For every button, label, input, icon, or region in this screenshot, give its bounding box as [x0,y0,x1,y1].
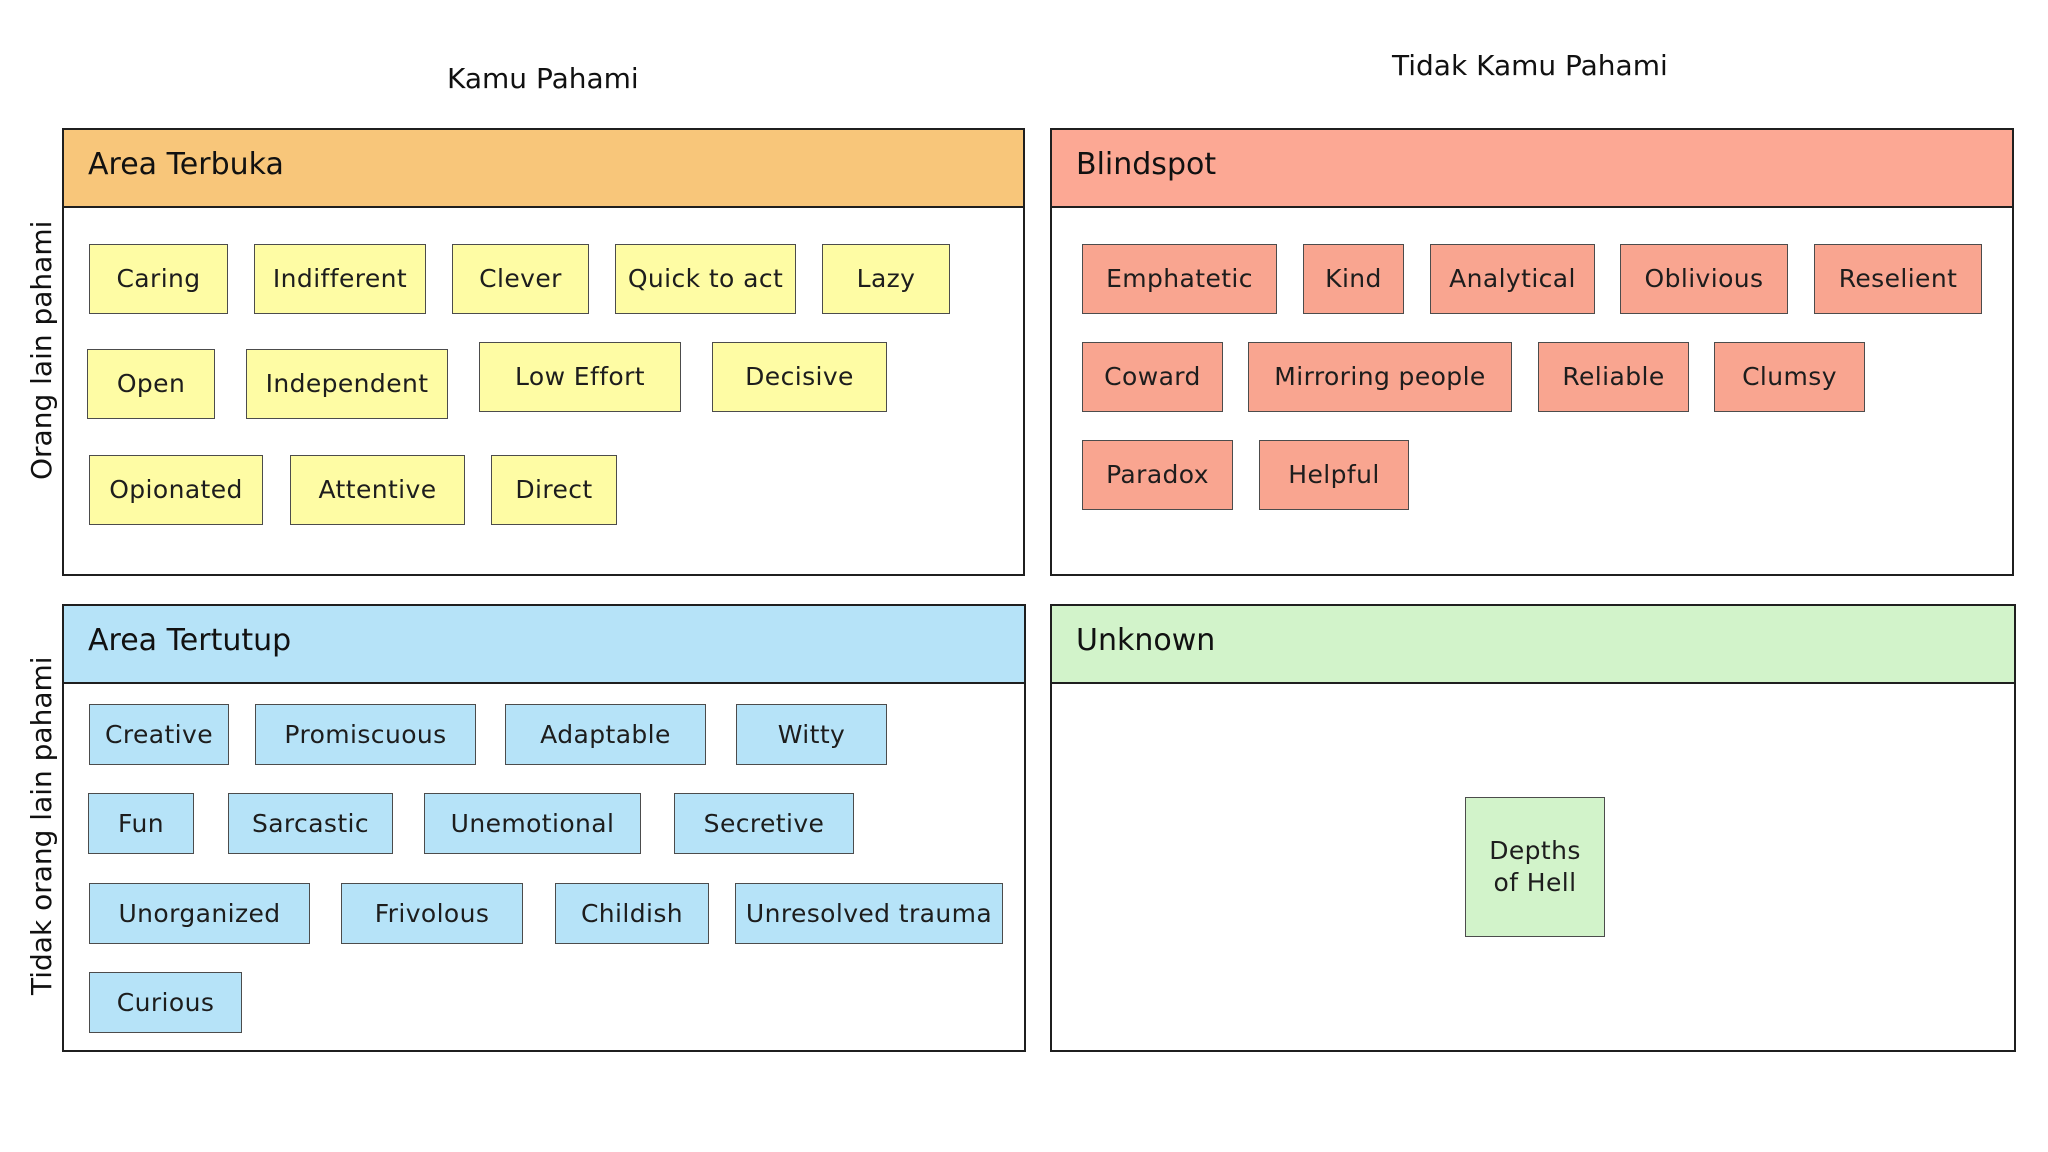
sticky-note: Low Effort [479,342,681,412]
sticky-note: Lazy [822,244,950,314]
sticky-note: Clever [452,244,589,314]
sticky-note: Analytical [1430,244,1595,314]
sticky-note: Open [87,349,215,419]
quadrant-blindspot-title: Blindspot [1076,147,1217,182]
sticky-note: Childish [555,883,709,944]
sticky-note: Unresolved trauma [735,883,1003,944]
quadrant-open-area-title: Area Terbuka [88,147,284,182]
sticky-note: Decisive [712,342,887,412]
sticky-note: Witty [736,704,887,765]
sticky-note: Sarcastic [228,793,393,854]
quadrant-unknown-header: Unknown [1052,606,2014,684]
sticky-note: Independent [246,349,448,419]
quadrant-blindspot-header: Blindspot [1052,130,2012,208]
quadrant-hidden-area-header: Area Tertutup [64,606,1024,684]
sticky-note: Attentive [290,455,465,525]
sticky-note: Depths of Hell [1465,797,1605,937]
sticky-note: Emphatetic [1082,244,1277,314]
quadrant-hidden-area-title: Area Tertutup [88,623,292,658]
sticky-note: Reselient [1814,244,1982,314]
sticky-note: Mirroring people [1248,342,1512,412]
sticky-note: Reliable [1538,342,1689,412]
sticky-note: Frivolous [341,883,523,944]
sticky-note: Direct [491,455,617,525]
sticky-note: Creative [89,704,229,765]
sticky-note: Promiscuous [255,704,476,765]
sticky-note: Adaptable [505,704,706,765]
sticky-note: Secretive [674,793,854,854]
sticky-note: Helpful [1259,440,1409,510]
column-header-not-known-to-self: Tidak Kamu Pahami [1392,49,1668,82]
row-label-known-to-others: Orang lain pahami [25,220,58,480]
column-header-known-to-self: Kamu Pahami [447,62,639,95]
sticky-note: Paradox [1082,440,1233,510]
sticky-note: Opionated [89,455,263,525]
quadrant-unknown-title: Unknown [1076,623,1216,658]
sticky-note: Curious [89,972,242,1033]
sticky-note: Clumsy [1714,342,1865,412]
sticky-note: Caring [89,244,228,314]
sticky-note: Oblivious [1620,244,1788,314]
sticky-note: Unorganized [89,883,310,944]
sticky-note: Kind [1303,244,1404,314]
row-label-not-known-to-others: Tidak orang lain pahami [25,656,58,995]
sticky-note: Unemotional [424,793,641,854]
quadrant-open-area-header: Area Terbuka [64,130,1023,208]
sticky-note: Coward [1082,342,1223,412]
sticky-note: Indifferent [254,244,426,314]
sticky-note: Quick to act [615,244,796,314]
sticky-note: Fun [88,793,194,854]
